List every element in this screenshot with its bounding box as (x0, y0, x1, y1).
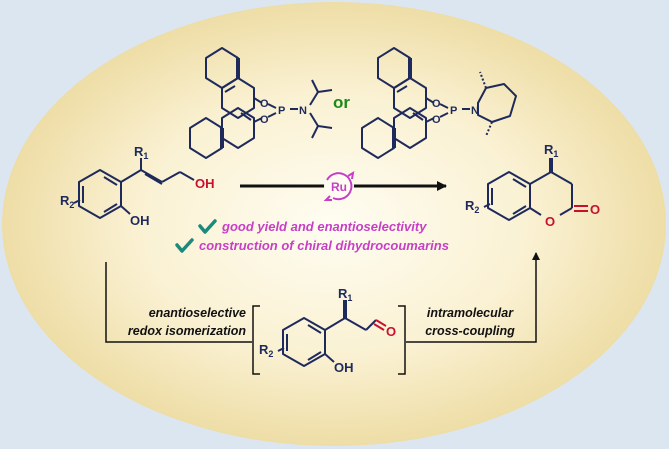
bracket-left (252, 305, 260, 375)
benefit-2-text: construction of chiral dihydrocoumarins (199, 238, 449, 253)
product-carbonyl-o: O (590, 202, 600, 217)
substrate-r2: R2 (60, 193, 74, 210)
intermediate-aldehyde-o: O (386, 324, 396, 339)
bracket-right (398, 305, 406, 375)
benefit-1-text: good yield and enantioselectivity (221, 219, 427, 234)
intermediate-r2: R2 (259, 342, 273, 359)
intermediate-structure (277, 300, 377, 367)
substrate-r2-bond (73, 199, 81, 204)
substrate-oh-chain: OH (195, 176, 215, 191)
or-text: or (333, 93, 350, 112)
ru-label: Ru (331, 180, 347, 194)
step-path-left (105, 262, 252, 343)
ligand-left-o2: O (260, 114, 269, 126)
ligand-left-p: P (278, 105, 285, 117)
step-right-label: intramolecular cross-coupling (425, 306, 515, 338)
ligand-left (189, 47, 333, 159)
product-ring-o: O (545, 214, 555, 229)
ligand-right-o1: O (432, 98, 441, 110)
substrate-r1: R1 (134, 144, 148, 161)
benefit-2: construction of chiral dihydrocoumarins (175, 238, 449, 253)
check-icon (175, 238, 194, 253)
ligand-right-o2: O (432, 114, 441, 126)
substrate-structure (78, 158, 195, 219)
step-left-label: enantioselective redox isomerization (128, 306, 246, 338)
ligand-right (361, 47, 517, 159)
intermediate-aldehyde-bond (375, 319, 387, 327)
ligand-left-o1: O (260, 98, 269, 110)
product-r1: R1 (544, 142, 558, 159)
intermediate-oh: OH (334, 360, 354, 375)
step-left-line1: enantioselective (149, 306, 246, 320)
product-r2: R2 (465, 198, 479, 215)
step-path-right (406, 252, 540, 343)
step-left-line2: redox isomerization (128, 324, 246, 338)
product-structure (483, 158, 573, 221)
ru-catalyst-badge: Ru (323, 171, 355, 201)
check-icon (198, 219, 217, 234)
ligand-right-n: N (471, 105, 479, 117)
ligand-left-n: N (299, 105, 307, 117)
intermediate-r1: R1 (338, 286, 352, 303)
ligand-right-p: P (450, 105, 457, 117)
benefit-1: good yield and enantioselectivity (198, 219, 427, 234)
step-right-line2: cross-coupling (425, 324, 515, 338)
substrate-oh-ring: OH (130, 213, 150, 228)
intermediate-aldehyde-bond-2 (373, 323, 385, 331)
step-right-line1: intramolecular (427, 306, 514, 320)
